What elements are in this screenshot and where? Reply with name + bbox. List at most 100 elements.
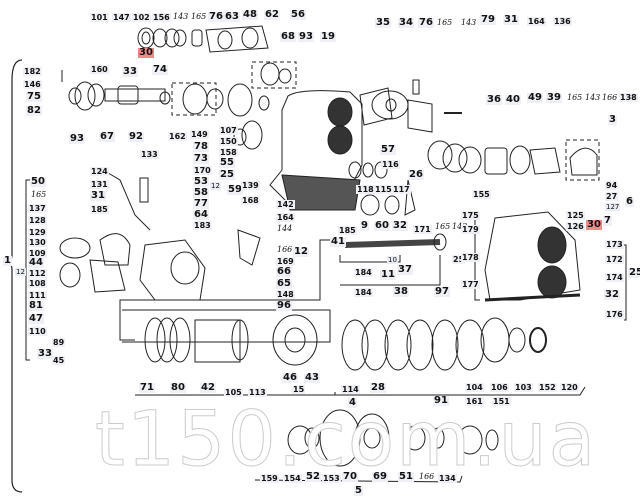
part-callout: 77 xyxy=(193,198,209,209)
part-callout: 15 xyxy=(292,385,306,394)
part-callout: 28 xyxy=(370,382,386,393)
part-callout: 78 xyxy=(193,141,209,152)
part-callout: 184 xyxy=(354,288,373,297)
part-callout: 120 xyxy=(560,383,579,392)
part-callout: 104 xyxy=(465,383,484,392)
clutch-pack-2 xyxy=(335,317,586,396)
part-callout: 124 xyxy=(90,167,109,176)
part-callout: 117 xyxy=(392,185,411,194)
part-callout: 154 xyxy=(283,474,302,483)
output-shaft xyxy=(119,161,447,341)
part-callout: 165 xyxy=(567,93,583,102)
part-callout: 183 xyxy=(193,221,212,230)
part-callout: 25 xyxy=(452,255,466,264)
part-callout: 41 xyxy=(330,236,346,247)
part-callout: 79 xyxy=(480,14,496,25)
part-callout: 136 xyxy=(553,17,572,26)
part-callout: 56 xyxy=(290,9,306,20)
part-callout: 178 xyxy=(461,253,480,262)
part-callout: 114 xyxy=(341,385,360,394)
part-callout: 127 xyxy=(605,203,621,211)
part-callout: 32 xyxy=(392,220,408,231)
part-callout: 128 xyxy=(28,216,47,225)
part-callout: 162 xyxy=(168,132,187,141)
part-callout: 68 xyxy=(280,31,296,42)
part-callout: 25 xyxy=(628,268,640,278)
part-callout: 185 xyxy=(338,226,357,235)
part-callout: 115 xyxy=(374,185,393,194)
input-shaft xyxy=(61,61,297,150)
part-callout: 91 xyxy=(433,395,449,406)
part-callout: 9 xyxy=(360,220,369,231)
part-callout: 81 xyxy=(28,300,44,311)
part-callout: 130 xyxy=(28,238,47,247)
part-callout: 31 xyxy=(503,14,519,25)
part-callout: 12 xyxy=(293,246,309,257)
part-callout: 172 xyxy=(605,255,624,264)
part-callout: 5 xyxy=(354,485,363,496)
highlighted-part-callout: 30 xyxy=(138,47,154,58)
part-callout: 137 xyxy=(28,204,47,213)
part-callout: 96 xyxy=(276,300,292,311)
part-callout: 66 xyxy=(276,266,292,277)
part-callout: 93 xyxy=(298,31,314,42)
part-callout: 106 xyxy=(490,383,509,392)
part-callout: 173 xyxy=(605,240,624,249)
part-callout: 171 xyxy=(413,225,432,234)
part-callout: 1 xyxy=(3,255,12,266)
part-callout: 49 xyxy=(527,92,543,103)
part-callout: 38 xyxy=(393,286,409,297)
part-callout: 53 xyxy=(193,176,209,187)
part-callout: 25 xyxy=(219,169,235,180)
part-callout: 164 xyxy=(527,17,546,26)
part-callout: 143 xyxy=(173,12,189,21)
part-callout: 184 xyxy=(354,268,373,277)
part-callout: 147 xyxy=(112,13,131,22)
part-callout: 47 xyxy=(28,313,44,324)
part-callout: 138 xyxy=(619,93,638,102)
part-callout: 126 xyxy=(566,222,585,231)
part-callout: 6 xyxy=(625,196,634,207)
part-callout: 148 xyxy=(276,290,295,299)
part-callout: 89 xyxy=(52,338,66,347)
part-callout: 34 xyxy=(398,17,414,28)
part-callout: 182 xyxy=(23,67,42,76)
part-callout: 134 xyxy=(438,474,457,483)
part-callout: 43 xyxy=(304,372,320,383)
part-callout: 46 xyxy=(282,372,298,383)
part-callout: 164 xyxy=(276,213,295,222)
part-callout: 7 xyxy=(603,215,612,226)
part-callout: 170 xyxy=(193,166,212,175)
part-callout: 12 xyxy=(210,182,221,190)
part-callout: 152 xyxy=(538,383,557,392)
part-callout: 82 xyxy=(26,105,42,116)
part-callout: 42 xyxy=(200,382,216,393)
part-callout: 165 xyxy=(191,12,207,21)
part-callout: 168 xyxy=(241,196,260,205)
part-callout: 57 xyxy=(380,144,396,155)
part-callout: 31 xyxy=(90,190,106,201)
part-callout: 52 xyxy=(305,471,321,482)
part-callout: 166 xyxy=(602,93,618,102)
part-callout: 113 xyxy=(248,388,267,397)
part-callout: 112 xyxy=(28,269,47,278)
part-callout: 150 xyxy=(219,137,238,146)
part-callout: 80 xyxy=(170,382,186,393)
part-callout: 169 xyxy=(276,257,295,266)
part-callout: 62 xyxy=(264,9,280,20)
part-callout: 40 xyxy=(505,94,521,105)
part-callout: 105 xyxy=(224,388,243,397)
part-callout: 111 xyxy=(28,291,47,300)
part-callout: 67 xyxy=(99,131,115,142)
part-callout: 39 xyxy=(546,92,562,103)
part-callout: 165 xyxy=(437,18,453,27)
part-callout: 92 xyxy=(128,131,144,142)
part-callout: 174 xyxy=(605,273,624,282)
part-callout: 19 xyxy=(320,31,336,42)
part-callout: 185 xyxy=(90,205,109,214)
highlighted-part-callout: 30 xyxy=(586,219,602,230)
part-callout: 108 xyxy=(28,279,47,288)
part-callout: 74 xyxy=(152,64,168,75)
part-callout: 151 xyxy=(492,397,511,406)
